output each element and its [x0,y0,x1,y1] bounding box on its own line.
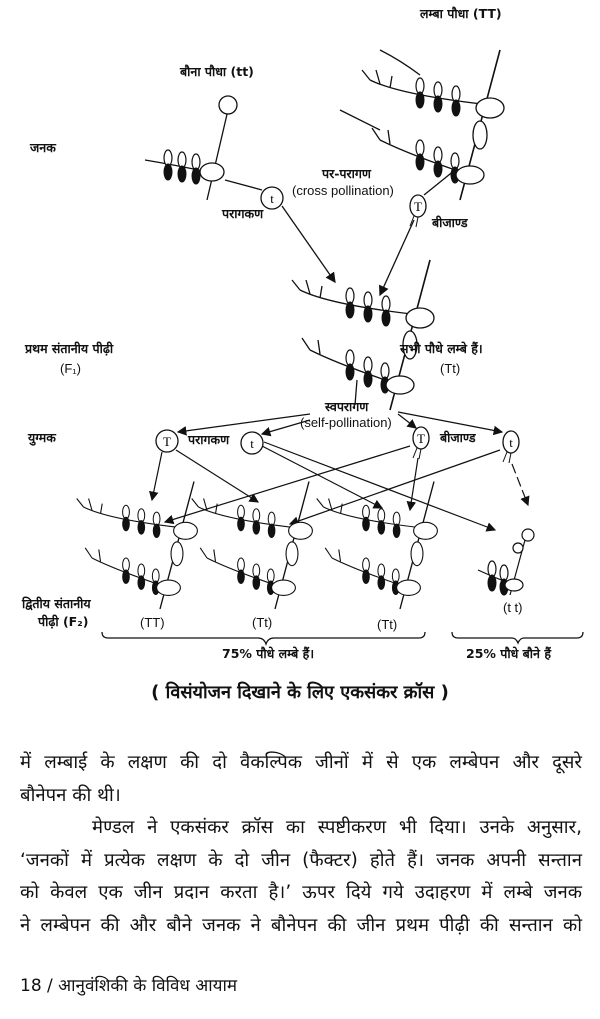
body-line: मेण्डल ने एकसंकर क्रॉस का स्पष्टीकरण भी … [92,817,582,839]
cross-pollination-hi: पर-परागण [322,166,371,181]
gametes-label: युग्मक [28,430,56,445]
tall-percent-label: 75% पौधे लम्बे हैं। [222,646,315,661]
dwarf-percent-label: 25% पौधे बौने हैं [466,646,551,661]
self-pollination-hi: स्वपरागण [325,399,369,414]
ovule-T-icon [409,194,427,228]
gamete-t-pollen-label: t [250,436,254,451]
ovule-t2-label: t [509,435,513,450]
page-footer: 18 / आनुवंशिकी के विविध आयाम [20,976,238,996]
monohybrid-cross-diagram: t T T t T t [0,0,584,647]
parents-label: जनक [30,140,56,155]
brace-tall [101,631,426,647]
gamete-t-label: t [270,191,274,206]
gamete-T-pollen-circle [155,429,179,453]
figure-caption: ( विसंयोजन दिखाने के लिए एकसंकर क्रॉस ) [151,682,449,703]
body-line: बौनेपन की थी। [20,784,121,806]
f2-plant-Tt-1 [192,482,313,610]
f2-genotype-TT: (TT) [140,615,165,630]
f1-genotype-label: (Tt) [440,361,461,376]
body-paragraph: में लम्बाई के लक्षण की दो वैकल्पिक जीनों… [20,747,582,943]
gamete-ovule-label: बीजाण्ड [440,430,476,445]
self-arrows [149,411,530,532]
f2-plant-TT [77,482,198,610]
f2-plant-tt [477,528,535,596]
dwarf-parent-label: बौना पौधा (tt) [180,64,254,79]
dwarf-parent-plant [144,95,238,201]
body-line: ‘जनकों में प्रत्येक लक्षण के दो जीन (फैक… [20,849,582,871]
body-line: में लम्बाई के लक्षण की दो वैकल्पिक जीनों… [20,752,582,773]
body-line: ने लम्बेपन की और बौने जनक ने बौनेपन की ज… [20,914,582,936]
f2-genotype-Tt-2: (Tt) [377,617,398,632]
f2-genotype-Tt-1: (Tt) [252,615,273,630]
brace-dwarf [451,631,584,645]
gamete-pollen-label: परागकण [188,432,230,447]
f1-symbol: (F₁) [60,361,81,376]
f2-generation-label-1: द्वितीय संतानीय [22,596,91,611]
f1-generation-label: प्रथम संतानीय पीढ़ी [25,341,114,356]
f2-generation-label-2: पीढ़ी (F₂) [38,614,89,629]
cross-pollination-en: (cross pollination) [292,183,394,198]
f1-result-label: सभी पौधे लम्बे हैं। [400,341,483,356]
ovule-T2-label: T [417,431,425,446]
gamete-t-circle [260,186,284,210]
ovule-T-label: T [414,199,422,214]
gamete-T-pollen-label: T [163,434,171,449]
ovule-T2-icon [412,426,430,460]
f2-genotype-tt: (t t) [503,600,523,615]
gamete-t-pollen-circle [240,431,264,455]
body-line: को केवल एक जीन प्रदान करता है।’ ऊपर दिये… [20,882,582,904]
self-pollination-en: (self-pollination) [300,415,392,430]
tall-parent-label: लम्बा पौधा (TT) [420,6,502,21]
pollen-label: परागकण [222,206,264,221]
ovule-t2-icon [502,430,520,464]
f1-plant [292,260,434,410]
cross-arrows [224,169,456,406]
ovule-label: बीजाण्ड [432,215,468,230]
tall-parent-plant [339,50,504,200]
